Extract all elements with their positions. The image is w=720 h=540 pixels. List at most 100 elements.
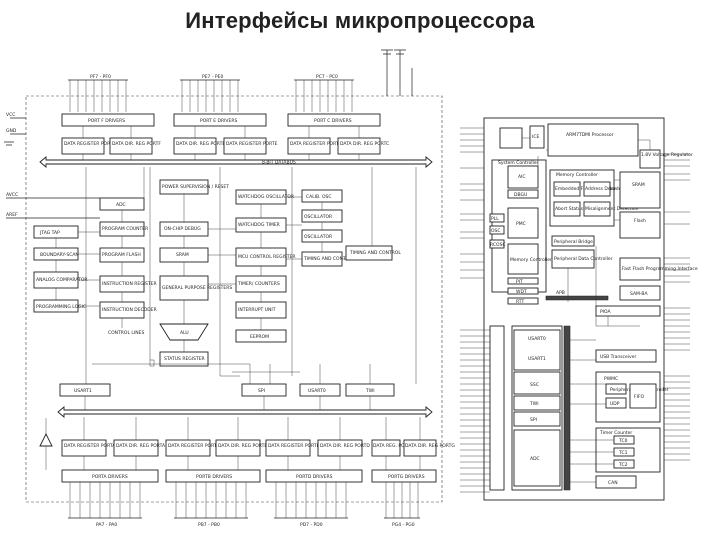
reg-label: DATA DIR. REG PORTF (112, 141, 161, 147)
oscillator2-label: OSCILLATOR (304, 234, 332, 240)
usart0-right-label: USART0 (528, 336, 546, 342)
top-port-drivers: PORT F DRIVERS PORT E DRIVERS PORT C DRI… (61, 113, 381, 127)
reg-label: DATA REGISTER PORTD (268, 443, 321, 449)
usart1-label: USART1 (74, 388, 92, 394)
programming-logic-label: PROGRAMMING LOGIC (36, 304, 86, 310)
abort-status-label: Abort Status (555, 206, 584, 212)
tc1-label: TC1 (618, 450, 628, 456)
timer-counter-label: Timer Counter (599, 430, 632, 436)
right-left-pins (460, 127, 490, 493)
reg-label: DATA DIR. REG PORTG (405, 443, 455, 449)
wdt-label: WDT (516, 289, 527, 295)
port-driver-block (287, 113, 381, 127)
page-title: Интерфейсы микропроцессора (185, 8, 535, 33)
fifo-label: FIFO (634, 394, 645, 400)
oscillator-label: OSCILLATOR (304, 214, 332, 220)
flash-right-label: Flash (634, 218, 646, 224)
address-decoder-label: Address Decoder (585, 186, 623, 192)
spi-right-label: SPI (530, 417, 537, 423)
port-driver-label: PORT C DRIVERS (314, 118, 352, 124)
analog-comp-label: ANALOG COMPARATOR (36, 277, 88, 283)
pins-bottom-label: PD7 - PD0 (300, 522, 323, 528)
udp-label: UDP (610, 401, 620, 407)
pins-top-label: PE7 - PE0 (202, 74, 223, 80)
tc0-label: TC0 (618, 438, 628, 444)
pioa-label: PIOA (600, 309, 612, 315)
right-right-pins (664, 153, 690, 461)
pin-label: VCC (6, 112, 15, 118)
reg-label: DATA DIR. REG PORTE (176, 141, 225, 147)
port-driver-label: PORT E DRIVERS (200, 118, 237, 124)
pdc-label: Peripheral Data Controller (554, 256, 613, 262)
left-pins: VCC GND AVCC AREF (4, 112, 100, 219)
aic-label: AIC (518, 174, 526, 180)
reg-label: DATA REG. PORTG (373, 443, 414, 449)
bottom-registers: DATA REGISTER PORTA DATA DIR. REG PORTA … (61, 417, 455, 470)
port-driver-label: PORTB DRIVERS (196, 474, 232, 480)
bottom-pin-arrows: PA7 - PA0 PB7 - PB0 PD7 - PD0 PG4 - PG0 (68, 482, 420, 528)
mcu-control-label: MCU CONTROL REGISTER (238, 254, 296, 260)
reg-label: DATA DIR. REG PORTC (340, 141, 389, 147)
pit-label: PIT (516, 279, 523, 285)
port-driver-label: PORT F DRIVERS (88, 118, 125, 124)
port-driver-label: PORTD DRIVERS (296, 474, 333, 480)
rtt-label: RTT (516, 299, 524, 305)
pins-top-label: PC7 - PC0 (316, 74, 338, 80)
program-counter-label: PROGRAM COUNTER (102, 226, 148, 232)
pmc-label: PMC (516, 221, 526, 227)
ice-label: ICE (532, 134, 539, 140)
pins-bottom-label: PA7 - PA0 (96, 522, 117, 528)
bus-label: 8-BIT DATABUS (262, 160, 296, 166)
voltage-regulator-label: 1.8V Voltage Regulator (641, 152, 693, 158)
pwmc-label: PWMC (604, 376, 618, 382)
jtag-label: JTAG TAP (39, 230, 60, 236)
reg-label: DATA DIR. REG PORTB (218, 443, 267, 449)
reset-controller-label: Memory Controller (510, 257, 552, 263)
ssc-label: SSC (530, 382, 539, 388)
peripheral-bridge-label: Peripheral Bridge (554, 239, 593, 245)
pins-top-label: PF7 - PF0 (90, 74, 111, 80)
alu-shape (159, 323, 209, 341)
program-flash-label: PROGRAM FLASH (102, 252, 141, 258)
on-chip-debug-label: ON-CHIP DEBUG (164, 226, 201, 232)
reg-label: DATA REGISTER PORTE (226, 141, 278, 147)
control-lines-label: CONTROL LINES (108, 330, 144, 336)
usart1-right-label: USART1 (528, 356, 546, 362)
twi-right-label: TWI (529, 401, 539, 407)
transceiver-label: USB Transceiver (600, 354, 636, 360)
instruction-decoder-label: INSTRUCTION DECODER (102, 307, 157, 313)
sam-ba-label: SAM-BA (630, 291, 648, 297)
dbgu-label: DBGU (514, 192, 527, 198)
reg-label: DATA DIR. REG PORTA (116, 443, 166, 449)
bottom-port-drivers: PORTA DRIVERS PORTB DRIVERS PORTD DRIVER… (61, 469, 437, 483)
sram-label: SRAM (176, 252, 189, 258)
misalignment-label: Misalignment Detection (585, 206, 639, 212)
pin-label: GND (6, 128, 17, 134)
rcosc-label: RCOSC (490, 242, 506, 248)
calib-osc-label: CALIB. OSC (306, 194, 332, 200)
pin-label: AVCC (6, 192, 18, 198)
pin-label: AREF (6, 212, 18, 218)
boundary-scan-label: BOUNDARY-SCAN (40, 252, 79, 258)
timer-counters-label: TIMER/ COUNTERS (237, 281, 280, 287)
timing-control-2-label: TIMING AND CONTROL (349, 250, 401, 256)
reg-label: DATA REGISTER PORTB (168, 443, 220, 449)
port-driver-block (173, 113, 267, 127)
adc-label: ADC (116, 202, 126, 208)
instruction-register-label: INSTRUCTION REGISTER (102, 281, 157, 287)
core-blocks: ADC POWER SUPERVISION / RESET JTAG TAP P… (33, 167, 417, 397)
port-driver-label: PORTG DRIVERS (388, 474, 425, 480)
bottom-databus (57, 396, 433, 418)
usart0-label: USART0 (308, 388, 326, 394)
reg-label: DATA REGISTER PORTA (64, 443, 116, 449)
left-block-diagram: PF7 - PF0 PE7 - PE0 PC7 - PC0 PORT F DRI… (4, 49, 455, 528)
reg-label: DATA DIR. REG PORTD (320, 443, 370, 449)
sram-right-label: SRAM (632, 182, 645, 188)
top-databus: 8-BIT DATABUS (39, 154, 433, 168)
comparator-icon (39, 432, 53, 447)
osc-label: OSC (491, 228, 501, 234)
power-reset-label: POWER SUPERVISION / RESET (162, 184, 229, 190)
interrupt-unit-label: INTERRUPT UNIT (238, 307, 276, 313)
port-driver-label: PORTA DRIVERS (92, 474, 128, 480)
